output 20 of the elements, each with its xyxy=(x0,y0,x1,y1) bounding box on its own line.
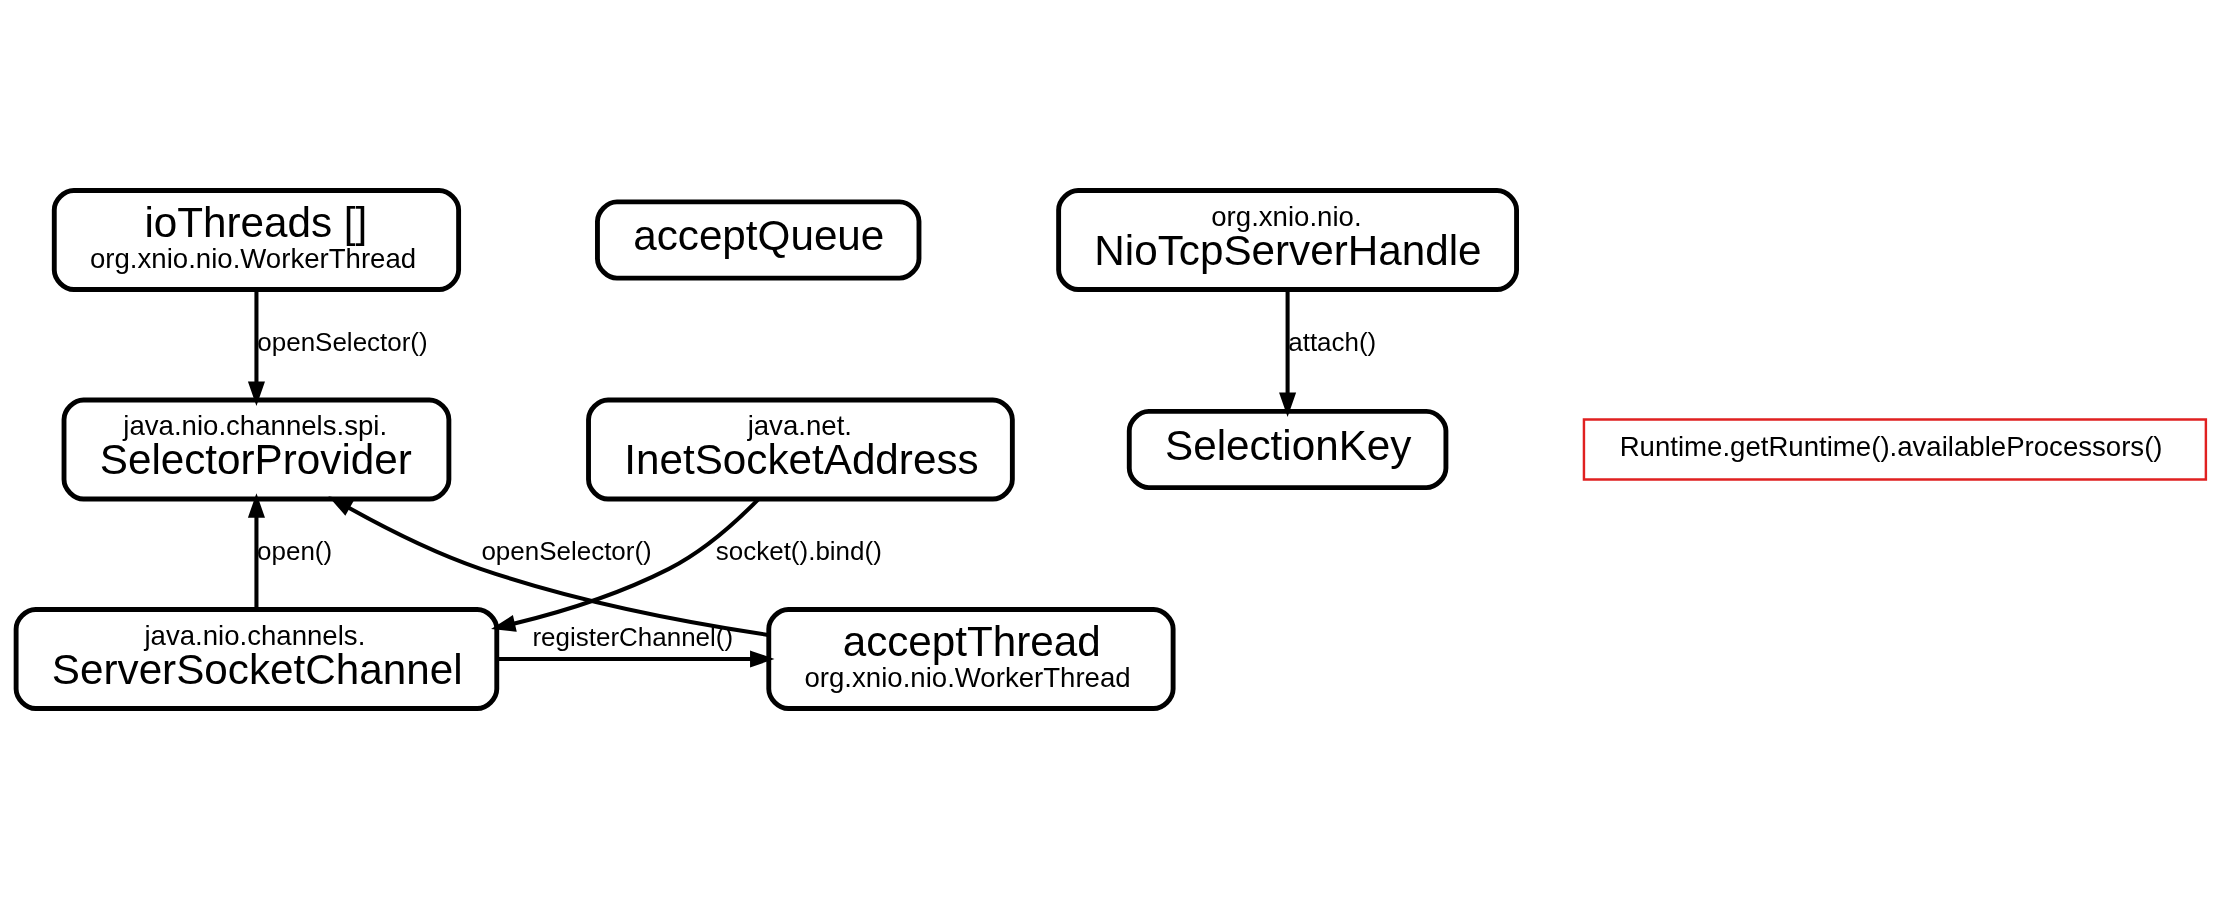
node-box: java.nio.channels. ServerSocketChannel xyxy=(13,607,500,711)
node-box: acceptThread org.xnio.nio.WorkerThread xyxy=(766,607,1176,711)
edge-label: open() xyxy=(257,536,333,567)
node-box: acceptQueue xyxy=(595,199,922,281)
arrow xyxy=(1279,290,1297,417)
node-box: ioThreads [] org.xnio.nio.WorkerThread xyxy=(51,188,462,292)
edge-label: socket().bind() xyxy=(715,536,882,567)
node-box: org.xnio.nio. NioTcpServerHandle xyxy=(1056,188,1519,292)
arrow xyxy=(496,650,775,668)
arrow xyxy=(247,493,265,610)
node-box: java.nio.channels.spi. SelectorProvider xyxy=(61,397,452,502)
edge-label: openSelector() xyxy=(257,326,428,357)
node-box: java.net. InetSocketAddress xyxy=(586,397,1015,502)
arrow xyxy=(247,290,265,406)
edge-label: registerChannel() xyxy=(532,621,734,652)
arrow xyxy=(491,498,760,632)
node-box: Runtime.getRuntime().availableProcessors() xyxy=(1582,418,2208,481)
edge-label: openSelector() xyxy=(481,536,652,567)
arrow xyxy=(328,496,769,637)
node-box: SelectionKey xyxy=(1126,408,1449,491)
